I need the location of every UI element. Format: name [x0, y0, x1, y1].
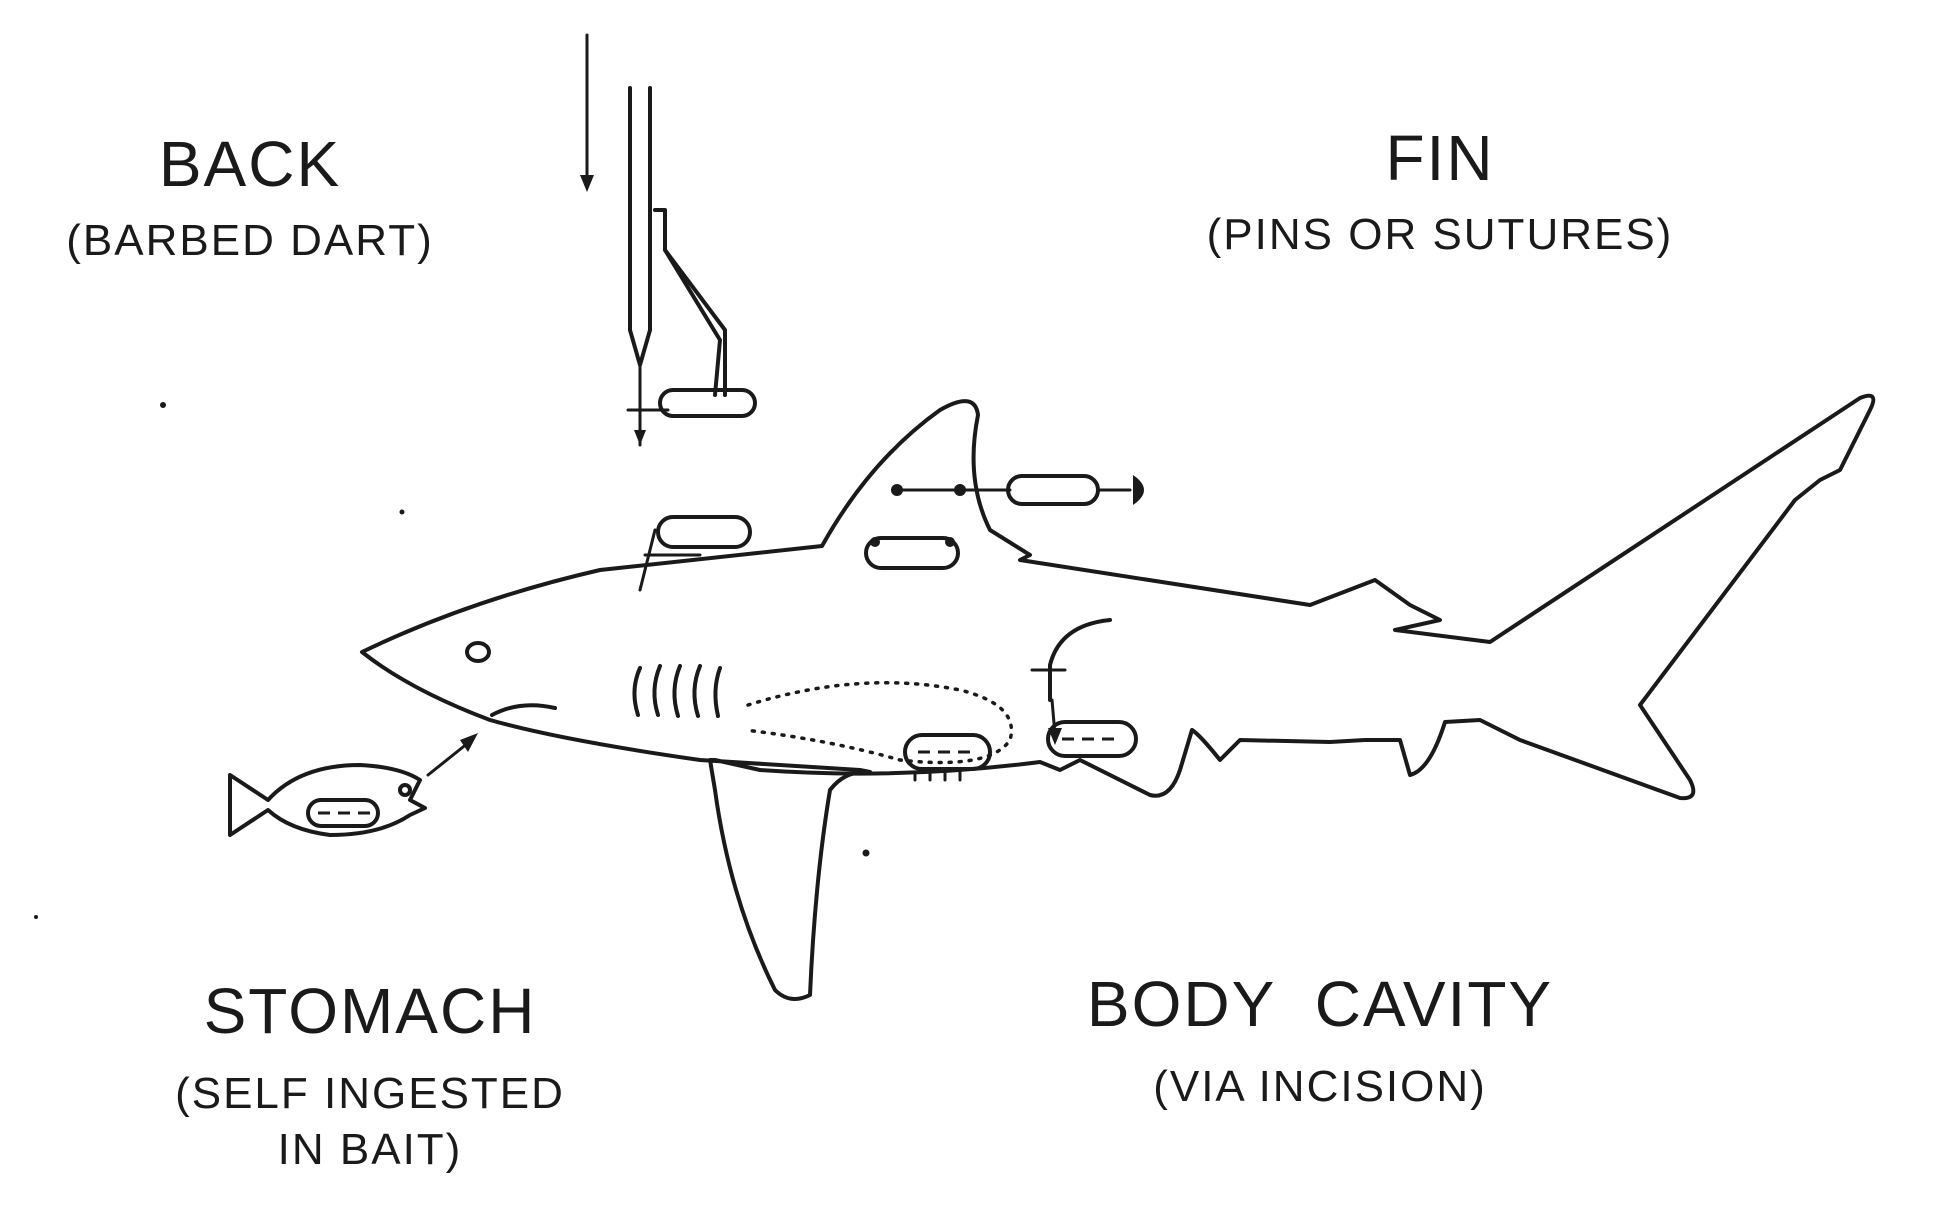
fin-suture-tag	[864, 536, 960, 570]
shark-outline	[360, 393, 1876, 1001]
shark-stomach-outline	[743, 681, 1014, 765]
bait-arrow	[426, 733, 478, 777]
label-back-title: BACK	[158, 128, 342, 200]
label-fin-method: (PINS OR SUTURES)	[1206, 209, 1674, 259]
label-stomach-title: STOMACH	[203, 975, 537, 1047]
bait-fish	[228, 763, 427, 837]
back-dart-tag	[638, 515, 752, 592]
body-cavity-tag	[1046, 720, 1138, 758]
label-back-method: (BARBED DART)	[66, 215, 434, 265]
label-back: BACK (BARBED DART)	[40, 128, 460, 266]
label-fin-title: FIN	[1385, 122, 1495, 194]
dart-applicator	[580, 33, 757, 447]
label-body-cavity-method: (VIA INCISION)	[1153, 1061, 1487, 1111]
shark-gill-slits	[632, 664, 722, 718]
label-body-cavity: BODY CAVITY (VIA INCISION)	[1040, 968, 1600, 1112]
shark-eye	[465, 641, 491, 663]
scan-specks	[34, 402, 870, 919]
shark-mouth	[490, 703, 557, 717]
fin-pin-tag	[891, 474, 1144, 506]
label-stomach: STOMACH (SELF INGESTED IN BAIT)	[150, 975, 590, 1176]
stomach-tag	[903, 733, 992, 782]
label-stomach-method-line1: (SELF INGESTED	[175, 1068, 565, 1118]
body-cavity-incision	[1030, 618, 1112, 745]
label-body-cavity-title: BODY CAVITY	[1086, 968, 1554, 1040]
label-fin: FIN (PINS OR SUTURES)	[1180, 122, 1700, 260]
label-stomach-method-line2: IN BAIT)	[277, 1125, 463, 1175]
